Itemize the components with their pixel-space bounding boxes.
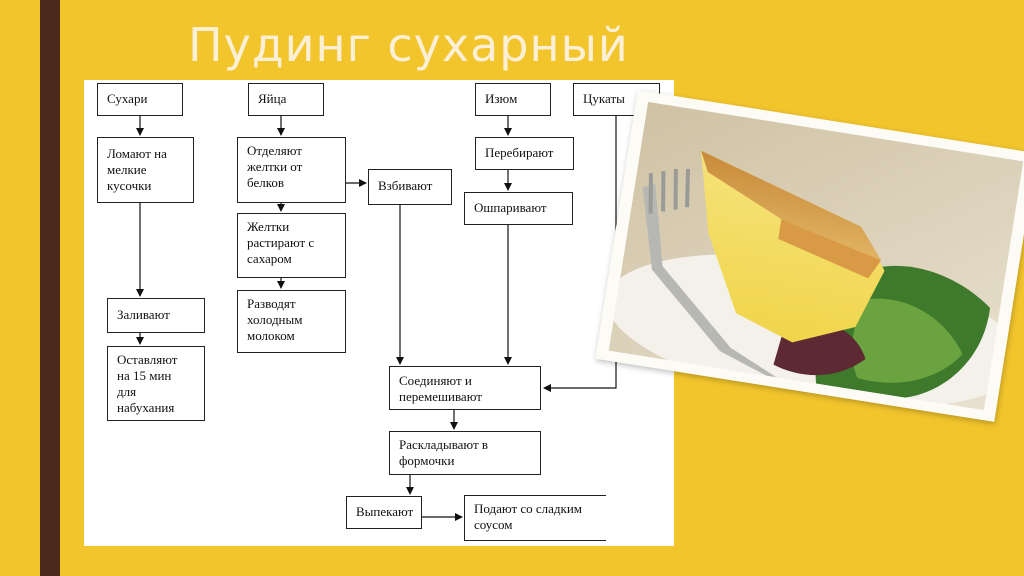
node-yaytsa: Яйца [248,83,324,116]
node-zalivayut: Заливают [107,298,205,333]
node-ostavlyayut: Оставляют на 15 мин для набухания [107,346,205,421]
node-raskladyvayut: Раскладывают в формочки [389,431,541,475]
node-vypekayut: Выпекают [346,496,422,529]
node-podayut: Подают со сладким соусом [464,495,606,541]
fork [642,183,777,378]
node-otdelyayut: Отделяют желтки от белков [237,137,346,203]
node-vzbivayut: Взбивают [368,169,452,205]
node-lomayut: Ломают на мелкие кусочки [97,137,194,203]
node-razvodyat: Разводят холодным молоком [237,290,346,353]
node-perebirayut: Перебирают [475,137,574,170]
node-izyum: Изюм [475,83,551,116]
slide-title: Пудинг сухарный [188,18,629,72]
arrow-tsukaty-soedinyayut [543,116,617,392]
left-accent-bar [40,0,60,576]
food-photo [595,90,1024,422]
node-zheltki: Желтки растирают с сахаром [237,213,346,278]
flowchart-arrows [136,116,617,521]
flowchart: Сухари Ломают на мелкие кусочки Заливают… [84,80,674,546]
node-oshparivayut: Ошпаривают [464,192,573,225]
pudding-photo-icon [608,101,1024,411]
node-soedinyayut: Соединяют и перемешивают [389,366,541,410]
pudding-slice [701,150,885,343]
node-sukhari: Сухари [97,83,183,116]
